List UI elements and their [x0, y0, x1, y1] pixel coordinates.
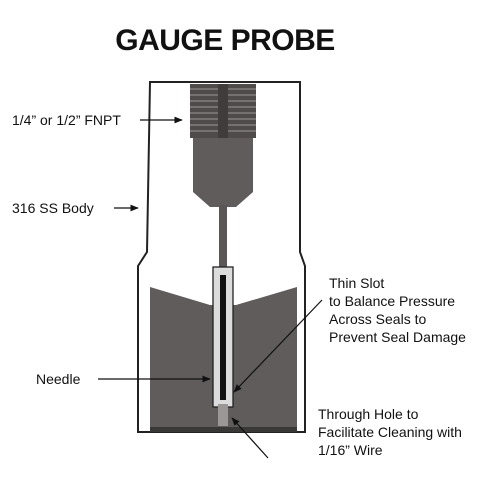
- fnpt-label: 1/4” or 1/2” FNPT: [12, 112, 121, 128]
- hole-label-line-2: Facilitate Cleaning with: [318, 424, 462, 440]
- center-bore: [219, 205, 227, 267]
- slot-arrow: [233, 299, 323, 393]
- slot-label-line-2: to Balance Pressure: [329, 293, 455, 309]
- needle-label: Needle: [36, 371, 81, 387]
- body-label: 316 SS Body: [12, 200, 94, 216]
- hole-arrow: [231, 417, 269, 459]
- hole-label-line-3: 1/16” Wire: [318, 442, 383, 458]
- fnpt-thread-port: [190, 84, 256, 207]
- slot-label-line-1: Thin Slot: [329, 275, 384, 291]
- title: GAUGE PROBE: [115, 24, 335, 57]
- hole-label-line-1: Through Hole to: [318, 406, 419, 422]
- slot-label-line-3: Across Seals to: [329, 311, 426, 327]
- slot-label: Thin Slot to Balance Pressure Across Sea…: [329, 275, 466, 345]
- needle: [212, 266, 234, 426]
- hole-label: Through Hole to Facilitate Cleaning with…: [318, 406, 466, 458]
- slot-label-line-4: Prevent Seal Damage: [329, 329, 466, 345]
